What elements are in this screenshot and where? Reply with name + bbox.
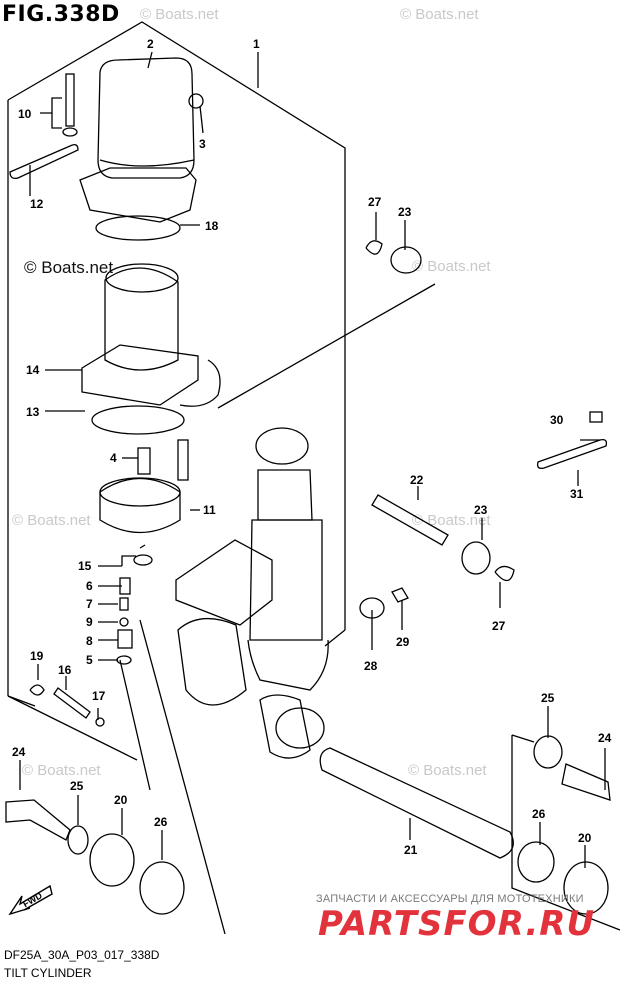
callout-22: 22 bbox=[410, 473, 424, 487]
callout-26: 26 bbox=[532, 807, 546, 821]
callout-23: 23 bbox=[398, 205, 412, 219]
figure-caption: TILT CYLINDER bbox=[4, 966, 92, 980]
callout-24: 24 bbox=[12, 745, 26, 759]
callout-12: 12 bbox=[30, 197, 44, 211]
callout-8: 8 bbox=[86, 634, 93, 648]
advert-brand: PARTSFOR.RU bbox=[318, 904, 596, 944]
callout-10: 10 bbox=[18, 107, 32, 121]
watermark: © Boats.net bbox=[24, 258, 114, 277]
callout-group: 1 2 3 4 5 6 7 8 9 10 11 12 13 14 15 16 1… bbox=[12, 37, 612, 857]
callout-3: 3 bbox=[199, 137, 206, 151]
watermark: © Boats.net bbox=[412, 258, 491, 275]
callout-4: 4 bbox=[110, 451, 117, 465]
callout-7: 7 bbox=[86, 597, 93, 611]
watermark: © Boats.net bbox=[22, 762, 101, 779]
callout-20: 20 bbox=[114, 793, 128, 807]
callout-6: 6 bbox=[86, 579, 93, 593]
watermark: © Boats.net bbox=[12, 512, 91, 529]
frame-line bbox=[7, 21, 346, 630]
callout-20: 20 bbox=[578, 831, 592, 845]
advert-tagline: ЗАПЧАСТИ И АКСЕССУАРЫ ДЛЯ МОТОТЕХНИКИ bbox=[316, 893, 584, 905]
callout-23: 23 bbox=[474, 503, 488, 517]
callout-27: 27 bbox=[368, 195, 382, 209]
callout-30: 30 bbox=[550, 413, 564, 427]
callout-25: 25 bbox=[541, 691, 555, 705]
fwd-arrow-icon: FWD bbox=[8, 884, 53, 916]
callout-25: 25 bbox=[70, 779, 84, 793]
callout-26: 26 bbox=[154, 815, 168, 829]
callout-9: 9 bbox=[86, 615, 93, 629]
callout-11: 11 bbox=[203, 503, 216, 517]
callout-2: 2 bbox=[147, 37, 154, 51]
motor-cover-shape bbox=[97, 57, 195, 179]
callout-24: 24 bbox=[598, 731, 612, 745]
callout-27: 27 bbox=[492, 619, 506, 633]
figure-title: FIG.338D bbox=[2, 2, 120, 27]
callout-5: 5 bbox=[86, 653, 93, 667]
callout-1: 1 bbox=[253, 37, 260, 51]
callout-15: 15 bbox=[78, 559, 92, 573]
callout-17: 17 bbox=[92, 689, 106, 703]
watermark: © Boats.net bbox=[412, 512, 491, 529]
callout-13: 13 bbox=[26, 405, 40, 419]
callout-19: 19 bbox=[30, 649, 44, 663]
callout-28: 28 bbox=[364, 659, 378, 673]
callout-16: 16 bbox=[58, 663, 72, 677]
callout-29: 29 bbox=[396, 635, 410, 649]
watermark: © Boats.net bbox=[408, 762, 487, 779]
watermark: © Boats.net bbox=[140, 6, 219, 23]
watermark: © Boats.net bbox=[400, 6, 479, 23]
callout-31: 31 bbox=[570, 487, 584, 501]
callout-18: 18 bbox=[205, 219, 219, 233]
callout-14: 14 bbox=[26, 363, 40, 377]
callout-21: 21 bbox=[404, 843, 418, 857]
figure-code: DF25A_30A_P03_017_338D bbox=[4, 948, 160, 962]
